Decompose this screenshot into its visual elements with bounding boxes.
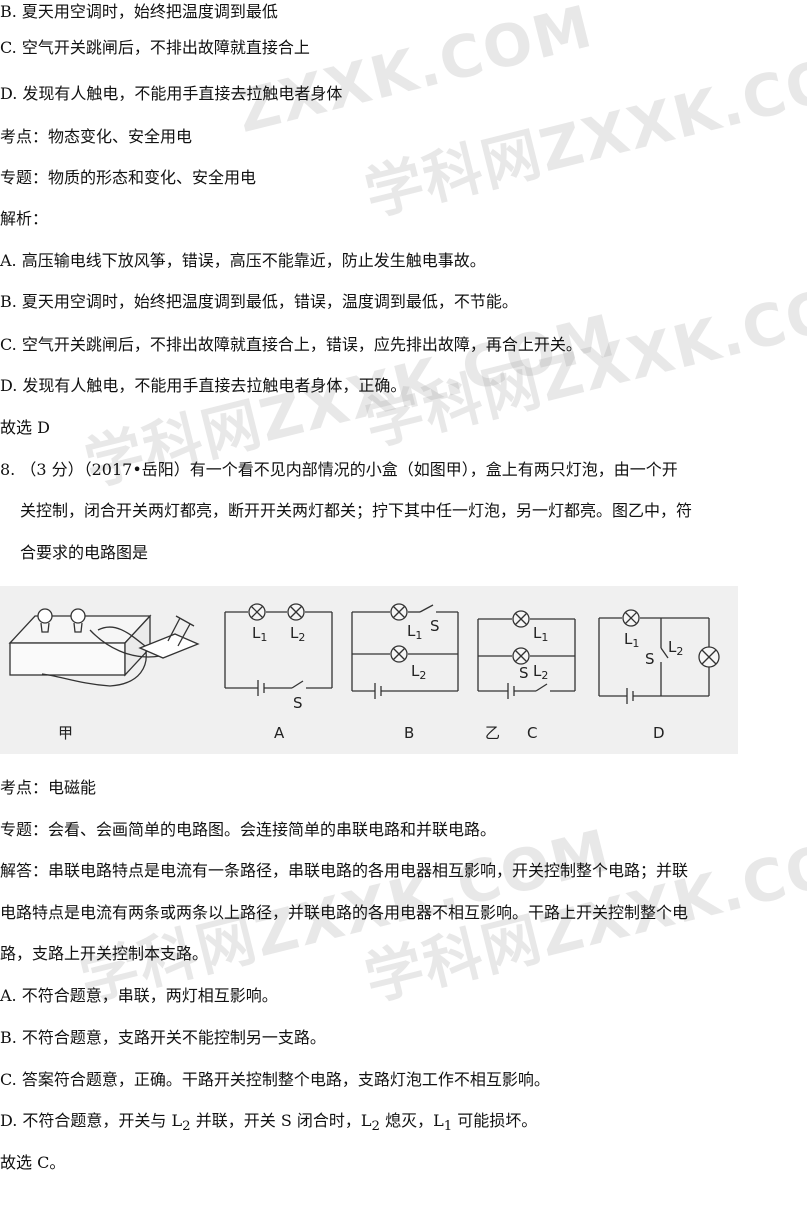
line-d-part4: 可能损坏。 (452, 1111, 538, 1130)
lamp-symbol-icon (512, 647, 530, 665)
text-line: D. 发现有人触电，不能用手直接去拉触电者身体 (0, 84, 343, 103)
bulb-icon (70, 608, 86, 633)
text-line: 解答：串联电路特点是电流有一条路径，串联电路的各用电器相互影响，开关控制整个电路… (0, 861, 689, 880)
text-line: 关控制，闭合开关两灯都亮，断开开关两灯都关；拧下其中任一灯泡，另一灯都亮。图乙中… (20, 501, 693, 520)
watermark: 学科网ZXXK.COM (358, 30, 807, 229)
label-yi: 乙 (485, 724, 500, 742)
circuit-d (598, 609, 720, 704)
box-jia-illustration (8, 608, 200, 687)
circuit-b (351, 603, 459, 699)
option-label-a: A (274, 724, 285, 742)
lamp-label-c-l1: L1 (533, 624, 548, 644)
circuit-figure: 甲 乙 A B C D L1 L2 S L1 S L2 L1 L2 S L1 S… (0, 586, 738, 754)
text-line: C. 空气开关跳闸后，不排出故障就直接合上，错误，应先排出故障，再合上开关。 (0, 335, 582, 354)
text-line: 专题：物质的形态和变化、安全用电 (0, 168, 257, 187)
option-label-c: C (527, 724, 537, 742)
bulb-icon (37, 608, 53, 633)
watermark: ZXXK.COM (230, 0, 600, 146)
text-line: 路，支路上开关控制本支路。 (0, 944, 209, 963)
text-line: 合要求的电路图是 (20, 543, 149, 562)
text-line: 考点：物态变化、安全用电 (0, 127, 193, 146)
text-line: 解析： (0, 209, 49, 228)
lamp-label-d-l2: L2 (668, 638, 683, 658)
text-line: 故选 D (0, 418, 50, 437)
text-line: 电路特点是电流有两条或两条以上路径，并联电路的各用电器不相互影响。干路上开关控制… (0, 903, 689, 922)
option-label-b: B (404, 724, 414, 742)
knife-switch-icon (138, 615, 200, 659)
lamp-symbol-icon (248, 603, 266, 621)
lamp-label-d-l1: L1 (624, 630, 639, 650)
text-line: C. 答案符合题意，正确。干路开关控制整个电路，支路灯泡工作不相互影响。 (0, 1070, 550, 1089)
circuit-a (224, 603, 333, 696)
switch-label-d: S (645, 650, 655, 668)
option-label-d: D (653, 724, 665, 742)
text-line: 故选 C。 (0, 1153, 66, 1172)
text-line: 考点：电磁能 (0, 778, 97, 797)
lamp-label-b-l2: L2 (411, 662, 426, 682)
switch-label-b: S (430, 617, 440, 635)
subscript-2: 2 (182, 1119, 191, 1135)
lamp-label-b-l1: L1 (407, 622, 422, 642)
text-line: A. 高压输电线下放风筝，错误，高压不能靠近，防止发生触电事故。 (0, 251, 486, 270)
subscript-1: 1 (443, 1119, 453, 1135)
text-line: 专题：会看、会画简单的电路图。会连接简单的串联电路和并联电路。 (0, 820, 497, 839)
line-d-part1: D. 不符合题意，开关与 L (0, 1111, 183, 1130)
switch-label-a: S (293, 694, 303, 712)
lamp-symbol-icon (390, 645, 408, 663)
text-line: D. 发现有人触电，不能用手直接去拉触电者身体，正确。 (0, 376, 407, 395)
answer-option-d: D. 不符合题意，开关与 L2 并联，开关 S 闭合时，L2 熄灭，L1 可能损… (0, 1111, 537, 1137)
lamp-label-a-l1: L1 (252, 624, 267, 644)
lamp-label-c-l2: L2 (533, 662, 548, 682)
circuit-c (477, 610, 576, 699)
line-d-part2: 并联，开关 S 闭合时，L (190, 1111, 372, 1130)
lamp-symbol-icon (390, 603, 408, 621)
text-line: B. 夏天用空调时，始终把温度调到最低，错误，温度调到最低，不节能。 (0, 292, 518, 311)
subscript-2b: 2 (371, 1119, 380, 1135)
text-line: C. 空气开关跳闸后，不排出故障就直接合上 (0, 38, 310, 57)
text-line: A. 不符合题意，串联，两灯相互影响。 (0, 986, 278, 1005)
switch-label-c: S (519, 664, 529, 682)
text-line: 8. （3 分）（2017•岳阳）有一个看不见内部情况的小盒（如图甲），盒上有两… (0, 460, 678, 479)
lamp-symbol-icon (698, 646, 720, 668)
lamp-symbol-icon (287, 603, 305, 621)
lamp-symbol-icon (512, 610, 530, 628)
lamp-symbol-icon (622, 609, 640, 627)
line-d-part3: 熄灭，L (379, 1111, 444, 1130)
lamp-label-a-l2: L2 (290, 624, 305, 644)
text-line: B. 不符合题意，支路开关不能控制另一支路。 (0, 1028, 326, 1047)
text-line: B. 夏天用空调时，始终把温度调到最低 (0, 2, 278, 21)
label-jia: 甲 (58, 724, 73, 742)
